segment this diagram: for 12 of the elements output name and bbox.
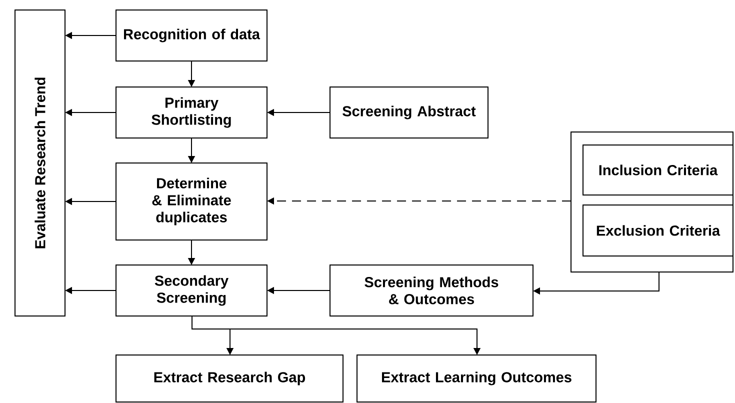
- step-box: Exclusion Criteria: [582, 204, 734, 256]
- step-box: Extract Research Gap: [116, 354, 344, 402]
- step-box: Determine & Eliminate duplicates: [116, 162, 268, 240]
- step-box: Secondary Screening: [116, 264, 268, 316]
- group-box: [570, 132, 734, 272]
- step-box: Recognition of data: [116, 10, 268, 62]
- step-box: Inclusion Criteria: [582, 144, 734, 196]
- step-box: Extract Learning Outcomes: [356, 354, 596, 402]
- step-box: Evaluate Research Trend: [14, 10, 66, 316]
- step-box: Screening Abstract: [330, 86, 488, 138]
- step-box: Primary Shortlisting: [116, 86, 268, 138]
- step-box: Screening Methods & Outcomes: [330, 264, 534, 316]
